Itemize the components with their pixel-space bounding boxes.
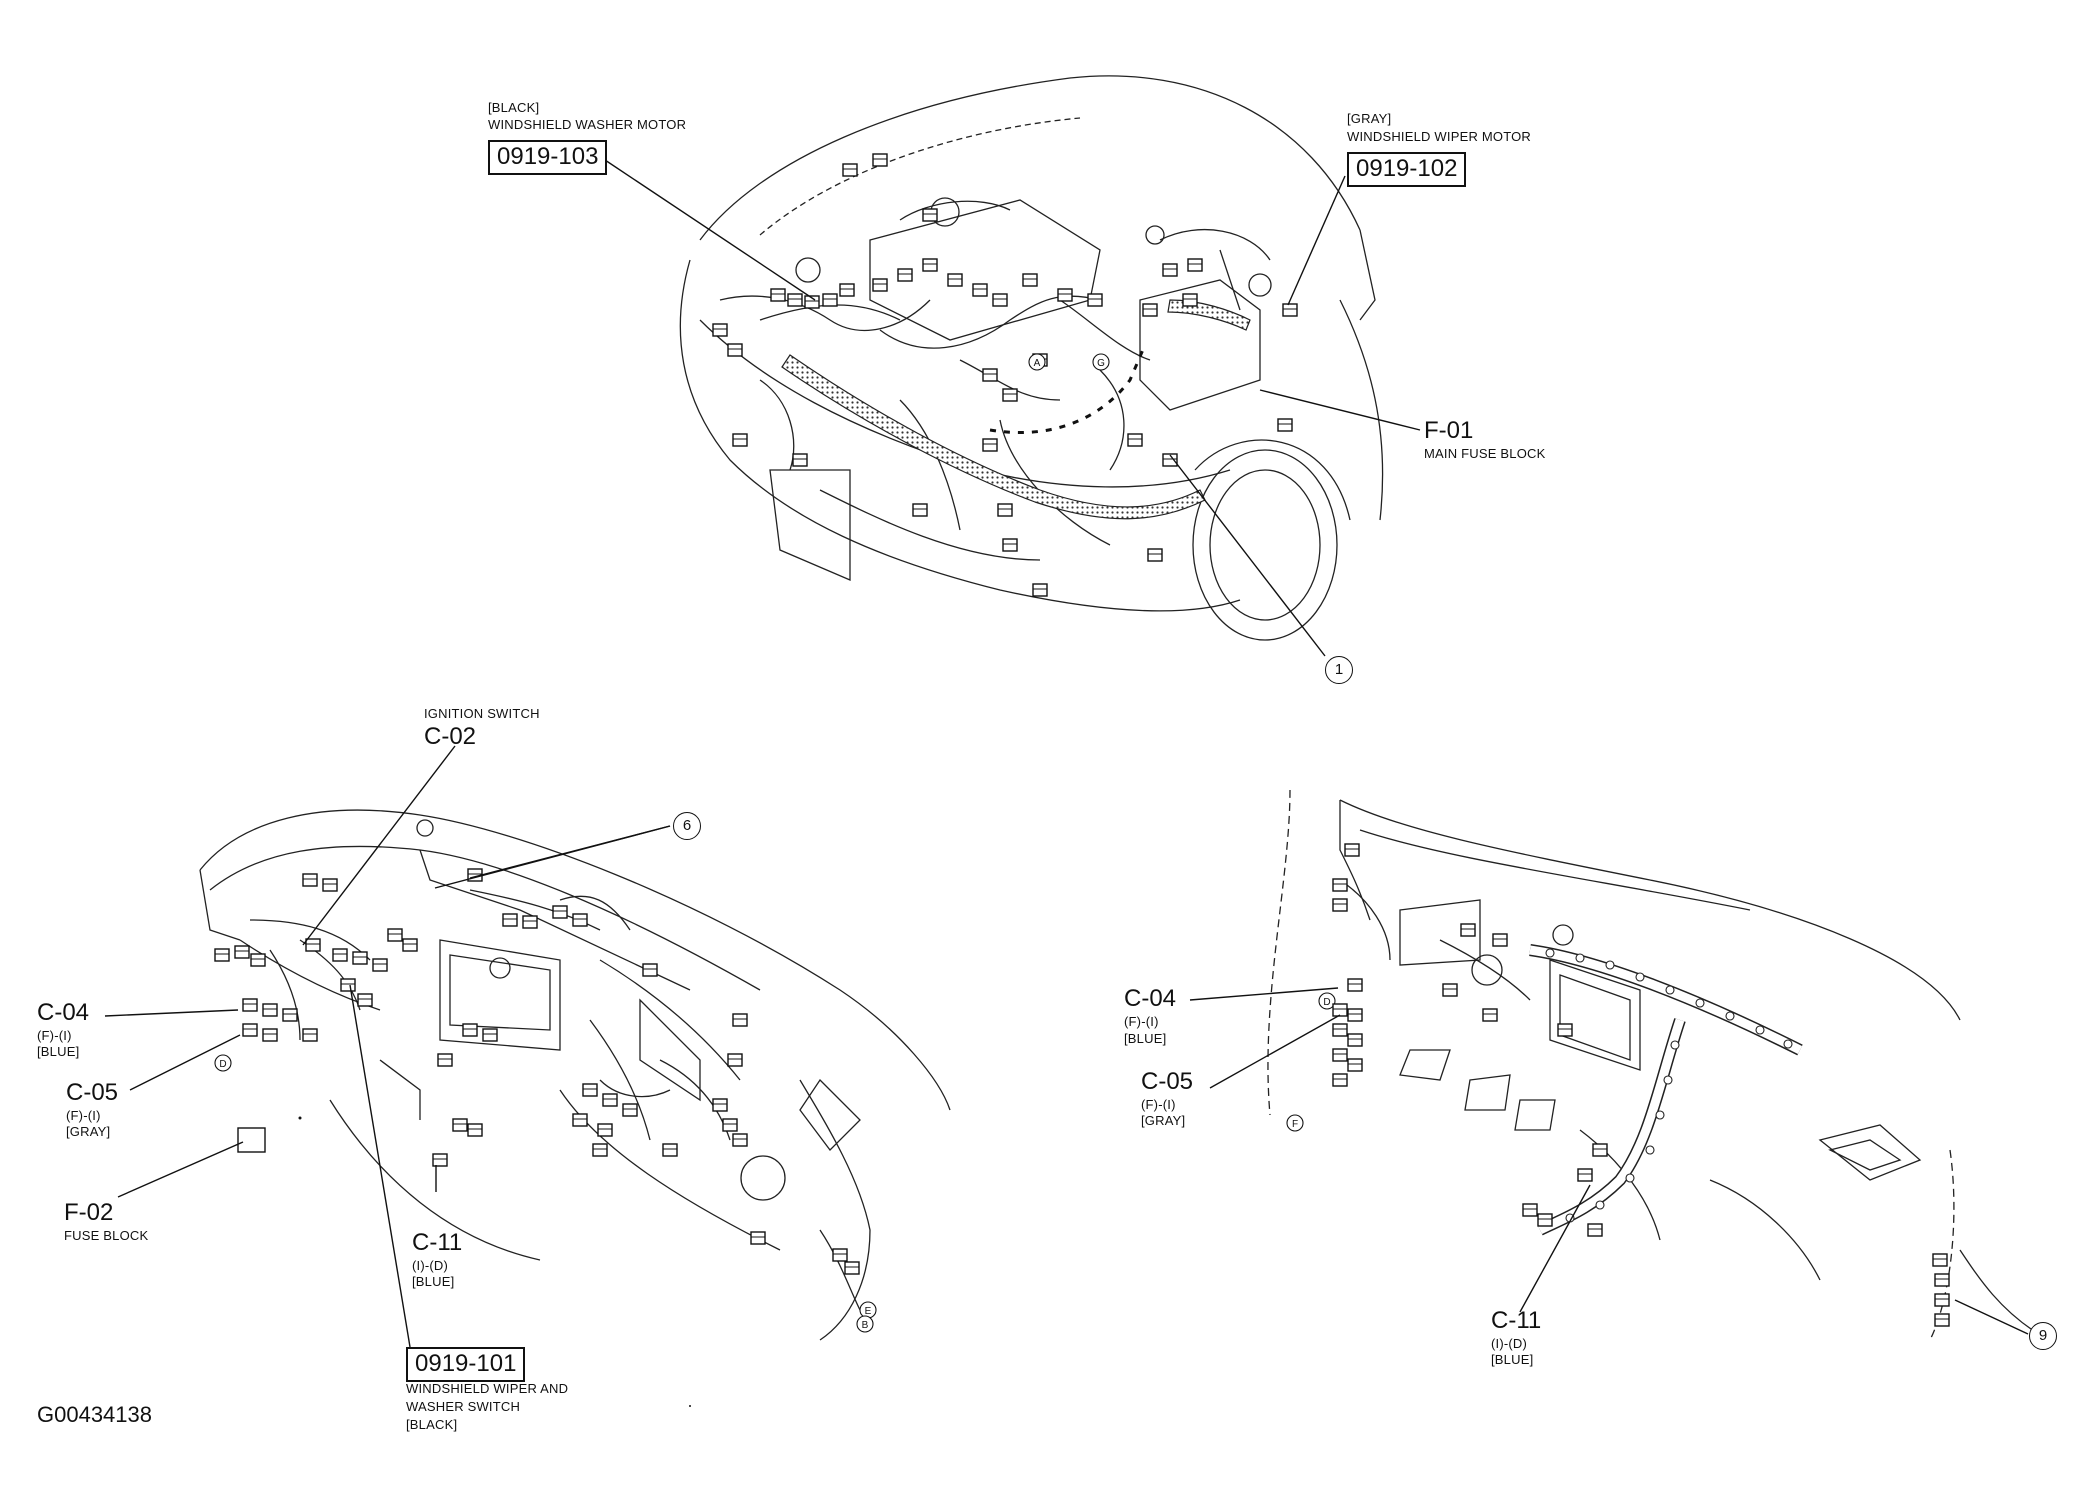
marker-a: A bbox=[1034, 358, 1041, 369]
right-c05-route: (F)-(I) bbox=[1141, 1097, 1176, 1112]
wiper-motor-name: WINDSHIELD WIPER MOTOR bbox=[1347, 129, 1532, 144]
marker-g: G bbox=[1097, 358, 1105, 369]
right-c11-id: C-11 bbox=[1491, 1307, 1542, 1334]
wiper-motor-color: [GRAY] bbox=[1347, 111, 1392, 126]
right-c05-id: C-05 bbox=[1141, 1068, 1194, 1095]
speck bbox=[689, 1405, 691, 1407]
right-c04-color: [BLUE] bbox=[1124, 1031, 1167, 1046]
harness-branch bbox=[1167, 299, 1251, 331]
engine-leaders bbox=[604, 159, 1421, 657]
marker-b: B bbox=[862, 1320, 869, 1331]
engine-compartment-illustration bbox=[679, 75, 1384, 641]
left-c05-route: (F)-(I) bbox=[66, 1108, 101, 1123]
left-c05-color: [GRAY] bbox=[66, 1124, 111, 1139]
left-dashboard-connectors bbox=[214, 868, 860, 1275]
right-c11-route: (I)-(D) bbox=[1491, 1336, 1528, 1351]
washer-motor-color: [BLACK] bbox=[488, 100, 540, 115]
fuse-block-f02-id: F-02 bbox=[64, 1199, 114, 1226]
right-c04-id: C-04 bbox=[1124, 985, 1177, 1012]
right-c04-route: (F)-(I) bbox=[1124, 1014, 1159, 1029]
right-c11-color: [BLUE] bbox=[1491, 1352, 1534, 1367]
wiper-motor-part-number: 0919-102 bbox=[1347, 152, 1467, 187]
washer-motor-part-number: 0919-103 bbox=[488, 140, 608, 175]
fuse-block-f02-name: FUSE BLOCK bbox=[64, 1228, 149, 1243]
left-c11-color: [BLUE] bbox=[412, 1274, 455, 1289]
left-c05-id: C-05 bbox=[66, 1079, 119, 1106]
washer-motor-name: WINDSHIELD WASHER MOTOR bbox=[488, 117, 687, 132]
left-c04-color: [BLUE] bbox=[37, 1044, 80, 1059]
harness-diamond-run bbox=[989, 344, 1147, 435]
wiper-switch-name-line2: WASHER SWITCH bbox=[406, 1399, 521, 1414]
marker-d-right: D bbox=[1323, 997, 1330, 1008]
harness-ring-holes bbox=[1545, 948, 1793, 1223]
ignition-switch-id: C-02 bbox=[424, 723, 477, 750]
left-c04-route: (F)-(I) bbox=[37, 1028, 72, 1043]
wiper-switch-name-line1: WINDSHIELD WIPER AND bbox=[406, 1381, 569, 1396]
main-fuse-block-id: F-01 bbox=[1424, 417, 1474, 444]
fuse-block-f02-shape bbox=[237, 1127, 266, 1153]
callout-1: 1 bbox=[1325, 656, 1353, 684]
marker-d-left: D bbox=[219, 1059, 226, 1070]
callout-9: 9 bbox=[2029, 1322, 2057, 1350]
figure-code: G00434138 bbox=[37, 1402, 152, 1427]
callout-6: 6 bbox=[673, 812, 701, 840]
marker-e: E bbox=[865, 1306, 872, 1317]
ignition-switch-name: IGNITION SWITCH bbox=[424, 706, 540, 721]
main-fuse-block-name: MAIN FUSE BLOCK bbox=[1424, 446, 1546, 461]
left-c11-id: C-11 bbox=[412, 1229, 463, 1256]
speck bbox=[298, 1116, 302, 1120]
right-dashboard-illustration bbox=[1267, 789, 2041, 1341]
right-dashboard-leaders bbox=[1189, 987, 2029, 1335]
left-dashboard-leaders bbox=[104, 745, 671, 1348]
right-dashboard-connectors bbox=[1332, 843, 1950, 1327]
right-c05-color: [GRAY] bbox=[1141, 1113, 1186, 1128]
left-c04-id: C-04 bbox=[37, 999, 90, 1026]
marker-f: F bbox=[1292, 1119, 1298, 1130]
left-dashboard-illustration bbox=[199, 809, 951, 1341]
wiper-switch-color: [BLACK] bbox=[406, 1417, 458, 1432]
letter-markers bbox=[214, 353, 1336, 1333]
wiper-switch-part-number: 0919-101 bbox=[406, 1347, 526, 1382]
left-c11-route: (I)-(D) bbox=[412, 1258, 449, 1273]
